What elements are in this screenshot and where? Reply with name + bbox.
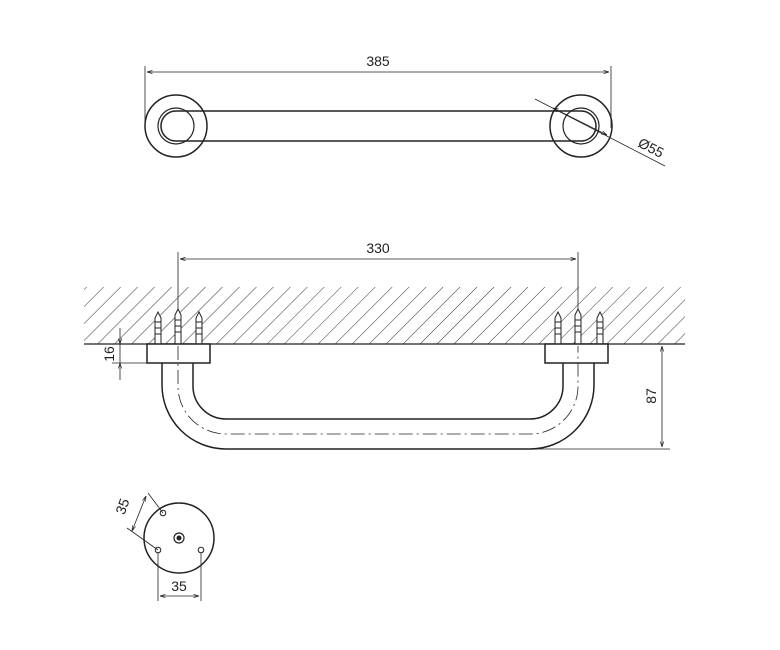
grab-bar-side xyxy=(161,346,595,450)
top-view: 385 Ø55 xyxy=(144,53,667,167)
screw-hole-right xyxy=(197,546,205,554)
base-height-dimension: 16 xyxy=(101,328,147,380)
hole-vertical-label: 35 xyxy=(112,496,132,516)
hole-horizontal-label: 35 xyxy=(171,578,187,594)
center-distance-label: 330 xyxy=(366,240,390,256)
center-distance-dimension: 330 xyxy=(177,240,579,346)
hole-horizontal-dimension: 35 xyxy=(157,553,202,601)
overall-length-dimension: 385 xyxy=(144,53,612,128)
grab-bar-top xyxy=(160,110,597,142)
base-height-label: 16 xyxy=(101,346,117,362)
diameter-dimension: Ø55 xyxy=(534,98,667,167)
projection-label: 87 xyxy=(643,388,659,404)
diameter-label: Ø55 xyxy=(636,134,667,160)
side-view: 330 xyxy=(84,240,685,450)
wall-section xyxy=(84,287,685,345)
left-base-side xyxy=(146,343,211,364)
hole-vertical-dimension: 35 xyxy=(112,492,164,551)
right-rosette-top xyxy=(549,94,613,158)
right-anchor-screws xyxy=(554,307,604,344)
left-rosette-top xyxy=(144,94,208,158)
base-plate xyxy=(143,502,215,574)
left-anchor-screws xyxy=(154,307,203,344)
projection-dimension: 87 xyxy=(530,343,670,450)
base-view: 35 35 xyxy=(112,492,215,601)
overall-length-label: 385 xyxy=(366,53,390,69)
right-base-side xyxy=(544,343,609,364)
